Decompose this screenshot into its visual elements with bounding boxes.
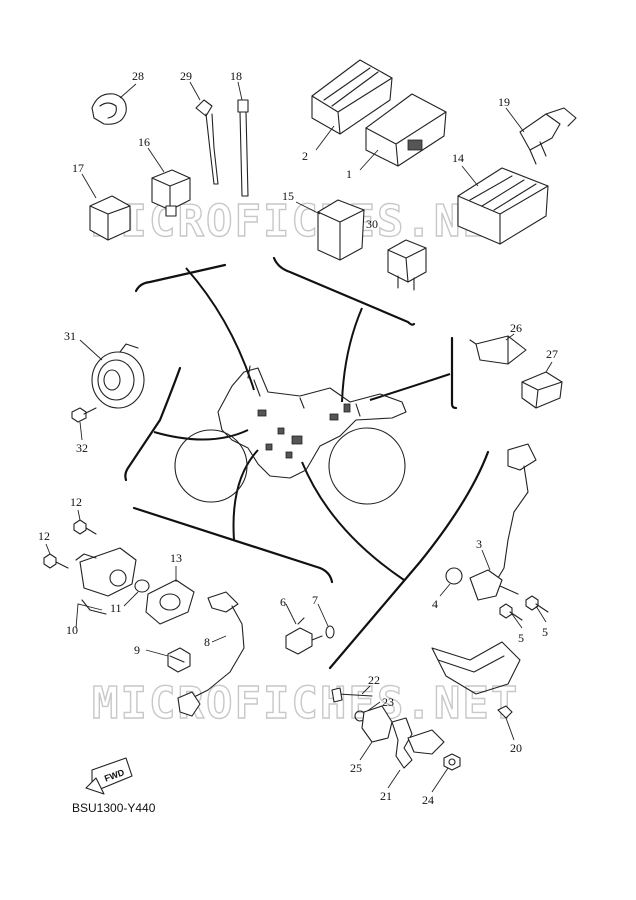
callout-9: 9 — [134, 643, 140, 657]
part-25-bracket — [359, 705, 393, 761]
callout-22: 22 — [368, 673, 380, 687]
callout-2: 2 — [302, 149, 308, 163]
part-7-washer — [317, 603, 335, 639]
callout-17: 17 — [72, 161, 84, 175]
part-9-clamp — [145, 647, 191, 673]
callout-6: 6 — [280, 595, 286, 609]
callout-31: 31 — [64, 329, 76, 343]
callout-27: 27 — [546, 347, 558, 361]
callout-7: 7 — [312, 593, 318, 607]
callout-26: 26 — [510, 321, 522, 335]
callout-12b: 12 — [38, 529, 50, 543]
part-12-screws — [43, 509, 97, 569]
watermark-bottom: MICROFICHES.NET — [92, 678, 519, 729]
callout-3: 3 — [476, 537, 482, 551]
callout-18: 18 — [230, 69, 242, 83]
part-19-sensor — [505, 107, 577, 165]
callout-15: 15 — [282, 189, 294, 203]
part-18-cable-tie — [237, 81, 249, 197]
part-26-sensor — [469, 333, 527, 365]
vehicle-leader-wires — [153, 267, 451, 581]
fwd-arrow-icon: FWD — [85, 757, 133, 795]
callout-11: 11 — [110, 601, 122, 615]
part-4-o-ring — [439, 567, 463, 597]
part-3-sensor-assembly — [469, 443, 537, 601]
callout-8: 8 — [204, 635, 210, 649]
part-22-bolt — [331, 685, 373, 703]
part-10-actuator — [75, 547, 137, 629]
part-14-regulator — [457, 165, 549, 245]
callout-24: 24 — [422, 793, 434, 807]
part-11-o-ring — [123, 579, 150, 607]
part-31-horn — [79, 339, 145, 409]
callout-5b: 5 — [542, 625, 548, 639]
part-32-bolt — [71, 407, 97, 441]
part-5-screws — [499, 595, 549, 629]
callout-5a: 5 — [518, 631, 524, 645]
callout-labels: 28 29 18 16 17 2 1 19 14 15 30 26 27 31 … — [38, 69, 558, 807]
callout-32: 32 — [76, 441, 88, 455]
callout-10: 10 — [66, 623, 78, 637]
callout-1: 1 — [346, 167, 352, 181]
part-2-control-unit — [311, 59, 393, 151]
callout-25: 25 — [350, 761, 362, 775]
callout-29: 29 — [180, 69, 192, 83]
part-1-ecu — [359, 93, 447, 171]
part-8-sensor-lead — [177, 591, 245, 717]
callout-13: 13 — [170, 551, 182, 565]
part-21-sensor — [387, 717, 445, 789]
part-17-relay — [81, 173, 131, 241]
part-29-cable-tie — [189, 81, 219, 185]
diagram-code: BSU1300-Y440 — [72, 801, 156, 815]
callout-21: 21 — [380, 789, 392, 803]
callout-23: 23 — [382, 695, 394, 709]
part-20-bracket — [431, 641, 521, 741]
part-13-gasket — [145, 566, 195, 625]
callout-19: 19 — [498, 95, 510, 109]
callout-4: 4 — [432, 597, 438, 611]
part-6-switch — [285, 603, 323, 655]
part-27-coupler — [521, 361, 563, 409]
part-15-relay — [295, 199, 365, 261]
callout-28: 28 — [132, 69, 144, 83]
part-28-clamp — [91, 83, 137, 125]
part-30-flasher-relay — [387, 239, 427, 291]
callout-30: 30 — [366, 217, 378, 231]
part-24-nut — [431, 753, 461, 793]
group-brackets — [124, 256, 490, 670]
part-16-relay — [147, 147, 191, 217]
callout-16: 16 — [138, 135, 150, 149]
callout-12a: 12 — [70, 495, 82, 509]
callout-14: 14 — [452, 151, 464, 165]
vehicle-outline — [174, 365, 407, 505]
callout-20: 20 — [510, 741, 522, 755]
